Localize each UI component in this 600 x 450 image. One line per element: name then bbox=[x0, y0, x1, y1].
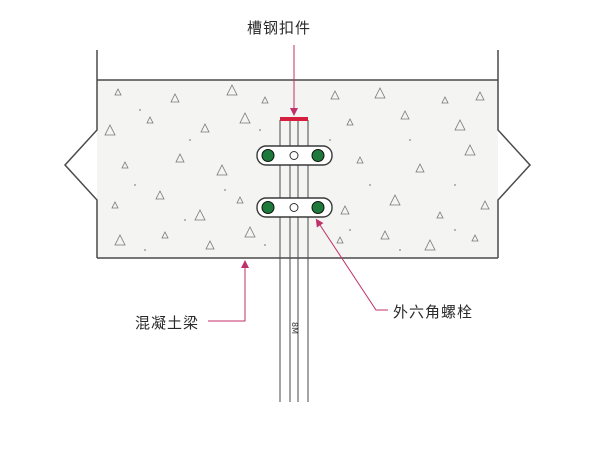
aggregate-dot bbox=[399, 249, 401, 251]
aggregate-speck bbox=[356, 156, 364, 164]
aggregate-speck bbox=[389, 194, 401, 206]
upper-bolt-right-icon bbox=[311, 149, 325, 162]
clip-bar bbox=[280, 117, 308, 121]
channel-rail: 8M bbox=[279, 120, 309, 402]
upper-bolt-left-icon bbox=[261, 149, 275, 162]
aggregate-speck bbox=[336, 236, 344, 244]
aggregate-speck bbox=[114, 88, 122, 96]
lower-clip bbox=[256, 197, 333, 218]
aggregate-speck bbox=[475, 91, 485, 101]
aggregate-dot bbox=[134, 184, 136, 186]
aggregate-dot bbox=[409, 139, 411, 141]
aggregate-dot bbox=[259, 129, 261, 131]
aggregate-speck bbox=[374, 87, 386, 99]
aggregate-speck bbox=[114, 234, 126, 246]
upper-bolt-center-icon bbox=[289, 151, 299, 160]
aggregate-speck bbox=[194, 209, 206, 221]
aggregate-dot bbox=[349, 229, 351, 231]
aggregate-speck bbox=[441, 96, 449, 104]
aggregate-dot bbox=[369, 184, 371, 186]
aggregate-speck bbox=[454, 119, 466, 131]
right-break-line bbox=[497, 50, 532, 258]
lower-bolt-center-icon bbox=[289, 203, 299, 212]
aggregate-speck bbox=[380, 230, 390, 240]
aggregate-speck bbox=[216, 164, 228, 176]
aggregate-speck bbox=[205, 240, 215, 250]
aggregate-dot bbox=[224, 189, 226, 191]
lower-bolt-left-icon bbox=[261, 201, 275, 214]
aggregate-speck bbox=[400, 110, 410, 120]
aggregate-speck bbox=[330, 90, 340, 100]
aggregate-speck bbox=[226, 84, 238, 96]
label-concrete-beam: 混凝土梁 bbox=[135, 314, 200, 332]
lower-bolt-right-icon bbox=[311, 201, 325, 214]
aggregate-dot bbox=[329, 139, 331, 141]
aggregate-speck bbox=[436, 211, 444, 219]
aggregate-speck bbox=[464, 144, 476, 156]
aggregate-speck bbox=[170, 93, 180, 103]
label-hex-bolt: 外六角螺栓 bbox=[393, 303, 474, 321]
aggregate-dot bbox=[189, 139, 191, 141]
aggregate-speck bbox=[244, 226, 256, 238]
aggregate-speck bbox=[424, 239, 436, 251]
aggregate-speck bbox=[239, 112, 251, 124]
aggregate-speck bbox=[161, 231, 169, 239]
aggregate-dot bbox=[264, 244, 266, 246]
rail-mark: 8M bbox=[290, 322, 299, 334]
aggregate-speck bbox=[200, 123, 210, 133]
aggregate-speck bbox=[111, 201, 119, 209]
left-break-line bbox=[63, 50, 98, 258]
aggregate-speck bbox=[261, 96, 269, 104]
label-channel-clip: 槽钢扣件 bbox=[247, 19, 312, 37]
aggregate-speck bbox=[104, 124, 116, 136]
aggregate-dot bbox=[454, 229, 456, 231]
aggregate-speck bbox=[415, 163, 425, 173]
aggregate-speck bbox=[340, 205, 350, 215]
aggregate-speck bbox=[480, 200, 490, 210]
concrete-speckles bbox=[104, 84, 490, 251]
aggregate-speck bbox=[175, 153, 185, 163]
aggregate-dot bbox=[184, 219, 186, 221]
leader-hex-bolt bbox=[315, 218, 388, 311]
aggregate-dot bbox=[144, 249, 146, 251]
leader-concrete-beam bbox=[208, 260, 249, 322]
upper-clip bbox=[256, 145, 333, 166]
aggregate-speck bbox=[236, 196, 244, 204]
aggregate-speck bbox=[346, 118, 354, 126]
aggregate-speck bbox=[146, 116, 154, 124]
aggregate-speck bbox=[471, 234, 479, 242]
aggregate-dot bbox=[139, 109, 141, 111]
aggregate-speck bbox=[155, 190, 165, 200]
aggregate-speck bbox=[121, 161, 129, 169]
aggregate-dot bbox=[454, 184, 456, 186]
